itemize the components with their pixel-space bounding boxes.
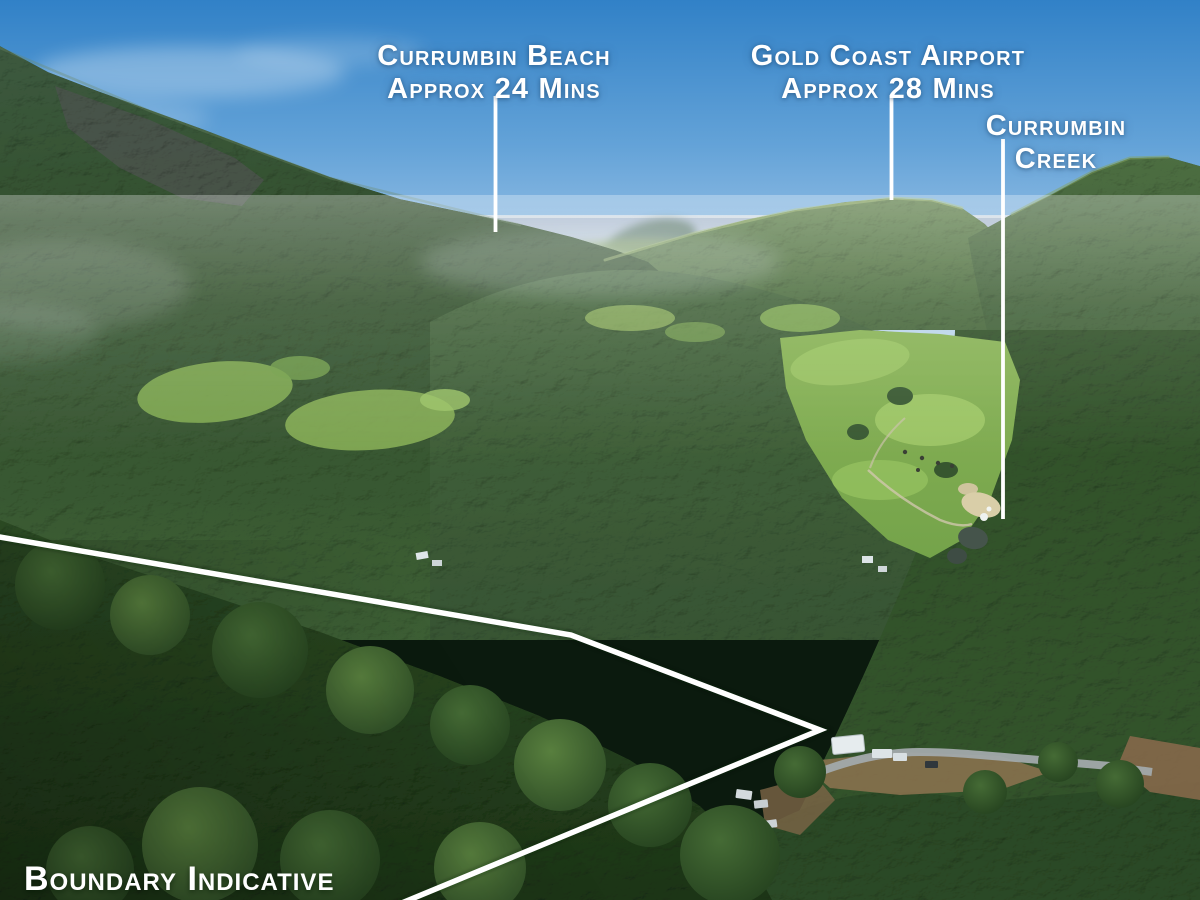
- currumbin-beach-label-line2: Approx 24 Mins: [387, 73, 601, 105]
- currumbin-beach-label-line1: Currumbin Beach: [377, 40, 611, 72]
- gold-coast-airport-label-line1: Gold Coast Airport: [750, 40, 1026, 72]
- boundary-line: [0, 534, 828, 900]
- atmospheric-haze: [0, 195, 1200, 460]
- gold-coast-airport-label-line2: Approx 28 Mins: [781, 73, 995, 105]
- currumbin-creek-label-line1: Currumbin: [985, 110, 1127, 142]
- overlay-graphics: [0, 95, 1007, 900]
- boundary-indicative-label: Boundary Indicative: [24, 860, 335, 898]
- gold-coast-airport-label: Gold Coast Airport Approx 28 Mins: [751, 40, 1025, 106]
- currumbin-creek-label: Currumbin Creek: [986, 110, 1127, 176]
- currumbin-beach-label: Currumbin Beach Approx 24 Mins: [377, 40, 611, 106]
- currumbin-creek-label-line2: Creek: [1014, 143, 1098, 175]
- foreground-vignette: [0, 540, 780, 900]
- bottom-forest-band: [700, 782, 1200, 900]
- cliff-rock: [55, 86, 264, 206]
